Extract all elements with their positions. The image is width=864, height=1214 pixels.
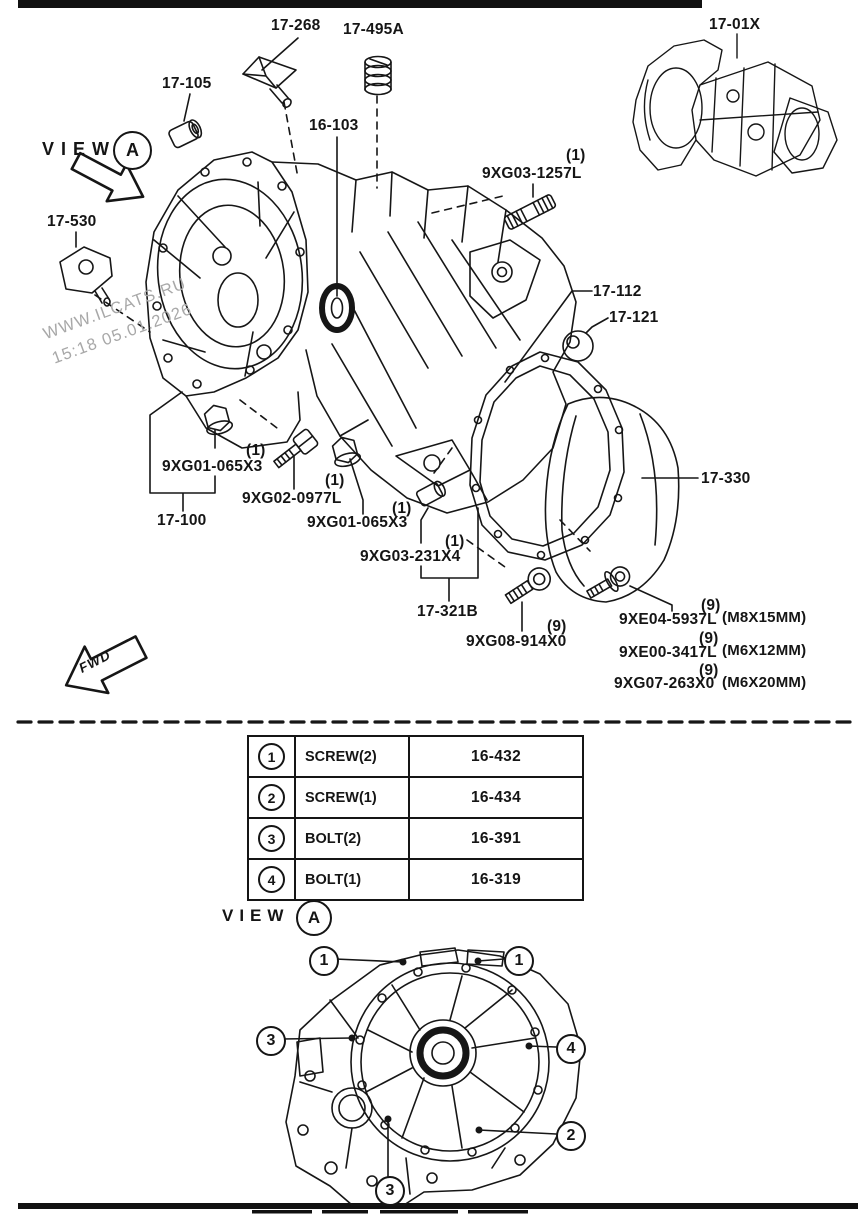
fastener-name: BOLT(1) [296, 860, 410, 899]
gear-case-art [271, 161, 577, 514]
label-17-100: 17-100 [157, 512, 207, 529]
size-M6X20MM: (M6X20MM) [722, 674, 807, 691]
table-row: 4 BOLT(1) 16-319 [249, 858, 582, 899]
table-row: 1 SCREW(2) 16-432 [249, 737, 582, 776]
label-9XG01-065X3-b: 9XG01-065X3 [307, 514, 408, 531]
label-9XE00-3417L: 9XE00-3417L [619, 644, 717, 661]
label-17-330: 17-330 [701, 470, 751, 487]
label-9XG01-065X3-a: 9XG01-065X3 [162, 458, 263, 475]
fastener-name: BOLT(2) [296, 819, 410, 858]
bolt-9XE04-5937L-art [586, 566, 631, 599]
row-number-badge: 4 [258, 866, 285, 893]
fastener-part-number: 16-391 [470, 829, 522, 847]
row-number-badge: 1 [258, 743, 285, 770]
callout-4-right: 4 [556, 1034, 586, 1064]
qty-9XG08-914X0: (9) [547, 618, 567, 635]
fwd-arrow-icon [64, 635, 148, 695]
end-view-art [281, 947, 582, 1206]
size-M8X15MM: (M8X15MM) [722, 609, 807, 626]
qty-9XE04-5937L: (9) [701, 597, 721, 614]
plug-9XG01-065X3-b-art [331, 436, 362, 468]
label-17-121: 17-121 [609, 309, 659, 326]
view-a-bottom-label: VIEW [222, 906, 290, 925]
label-17-01X: 17-01X [709, 16, 761, 33]
fastener-legend-table: 1 SCREW(2) 16-432 2 SCREW(1) 16-434 3 BO… [247, 735, 584, 901]
label-17-321B: 17-321B [417, 603, 478, 620]
label-17-105: 17-105 [162, 75, 212, 92]
label-17-495A: 17-495A [343, 21, 404, 38]
gasket-art [469, 351, 625, 561]
clutch-housing-art [145, 151, 309, 449]
label-9XE04-5937L: 9XE04-5937L [619, 611, 717, 628]
qty-9XG01-065X3-a: (1) [246, 442, 266, 459]
row-number-badge: 3 [258, 825, 285, 852]
label-17-268: 17-268 [271, 17, 321, 34]
callout-3-bottom: 3 [375, 1176, 405, 1206]
bottom-rule [18, 1203, 858, 1209]
bracket-17-530-art [59, 246, 113, 307]
callout-1-left: 1 [309, 946, 339, 976]
dowel-17-105-art [168, 119, 203, 149]
plug-17-495A-art [364, 55, 392, 96]
stud-9XG03-1257L-art [503, 194, 557, 230]
label-16-103: 16-103 [309, 117, 359, 134]
fastener-name: SCREW(1) [296, 778, 410, 817]
qty-9XG02-0977L: (1) [325, 472, 345, 489]
label-9XG07-263X0: 9XG07-263X0 [614, 675, 715, 692]
pin-9XG03-231X4-art [415, 480, 446, 507]
callout-3-left: 3 [256, 1026, 286, 1056]
label-17-112: 17-112 [593, 283, 642, 300]
qty-9XG07-263X0: (9) [699, 662, 719, 679]
clip-17-268-art [242, 56, 297, 109]
size-M6X12MM: (M6X12MM) [722, 642, 807, 659]
view-a-bottom-badge: A [296, 900, 332, 936]
leader-lines [75, 37, 699, 632]
plug-9XG01-065X3-a-art [203, 404, 234, 436]
qty-9XG03-1257L: (1) [566, 147, 586, 164]
fastener-part-number: 16-434 [470, 788, 522, 806]
table-row: 2 SCREW(1) 16-434 [249, 776, 582, 817]
callout-2-right: 2 [556, 1121, 586, 1151]
view-a-top-label: VIEW [42, 139, 117, 159]
bolt-9XG02-0977L-art [273, 428, 319, 469]
label-9XG03-231X4: 9XG03-231X4 [360, 548, 461, 565]
assembled-unit-art [632, 33, 838, 177]
label-9XG08-914X0: 9XG08-914X0 [466, 633, 567, 650]
fastener-name: SCREW(2) [296, 737, 410, 776]
qty-9XE00-3417L: (9) [699, 630, 719, 647]
row-number-badge: 2 [258, 784, 285, 811]
cut-text-remnant [252, 1210, 528, 1214]
qty-9XG03-231X4: (1) [445, 533, 465, 550]
rear-cover-art [544, 396, 680, 603]
screw-9XG08-914X0-art [504, 567, 552, 605]
dashed-axes [94, 95, 591, 568]
label-9XG02-0977L: 9XG02-0977L [242, 490, 342, 507]
fastener-part-number: 16-319 [470, 870, 522, 888]
callout-1-right: 1 [504, 946, 534, 976]
fastener-part-number: 16-432 [470, 747, 522, 765]
view-a-top-badge: A [113, 131, 152, 170]
qty-9XG01-065X3-b: (1) [392, 500, 412, 517]
washer-17-121-art [562, 330, 594, 362]
top-rule [18, 0, 702, 8]
label-9XG03-1257L: 9XG03-1257L [482, 165, 582, 182]
view-a-arrow-icon [70, 151, 145, 203]
table-row: 3 BOLT(2) 16-391 [249, 817, 582, 858]
label-17-530: 17-530 [47, 213, 97, 230]
